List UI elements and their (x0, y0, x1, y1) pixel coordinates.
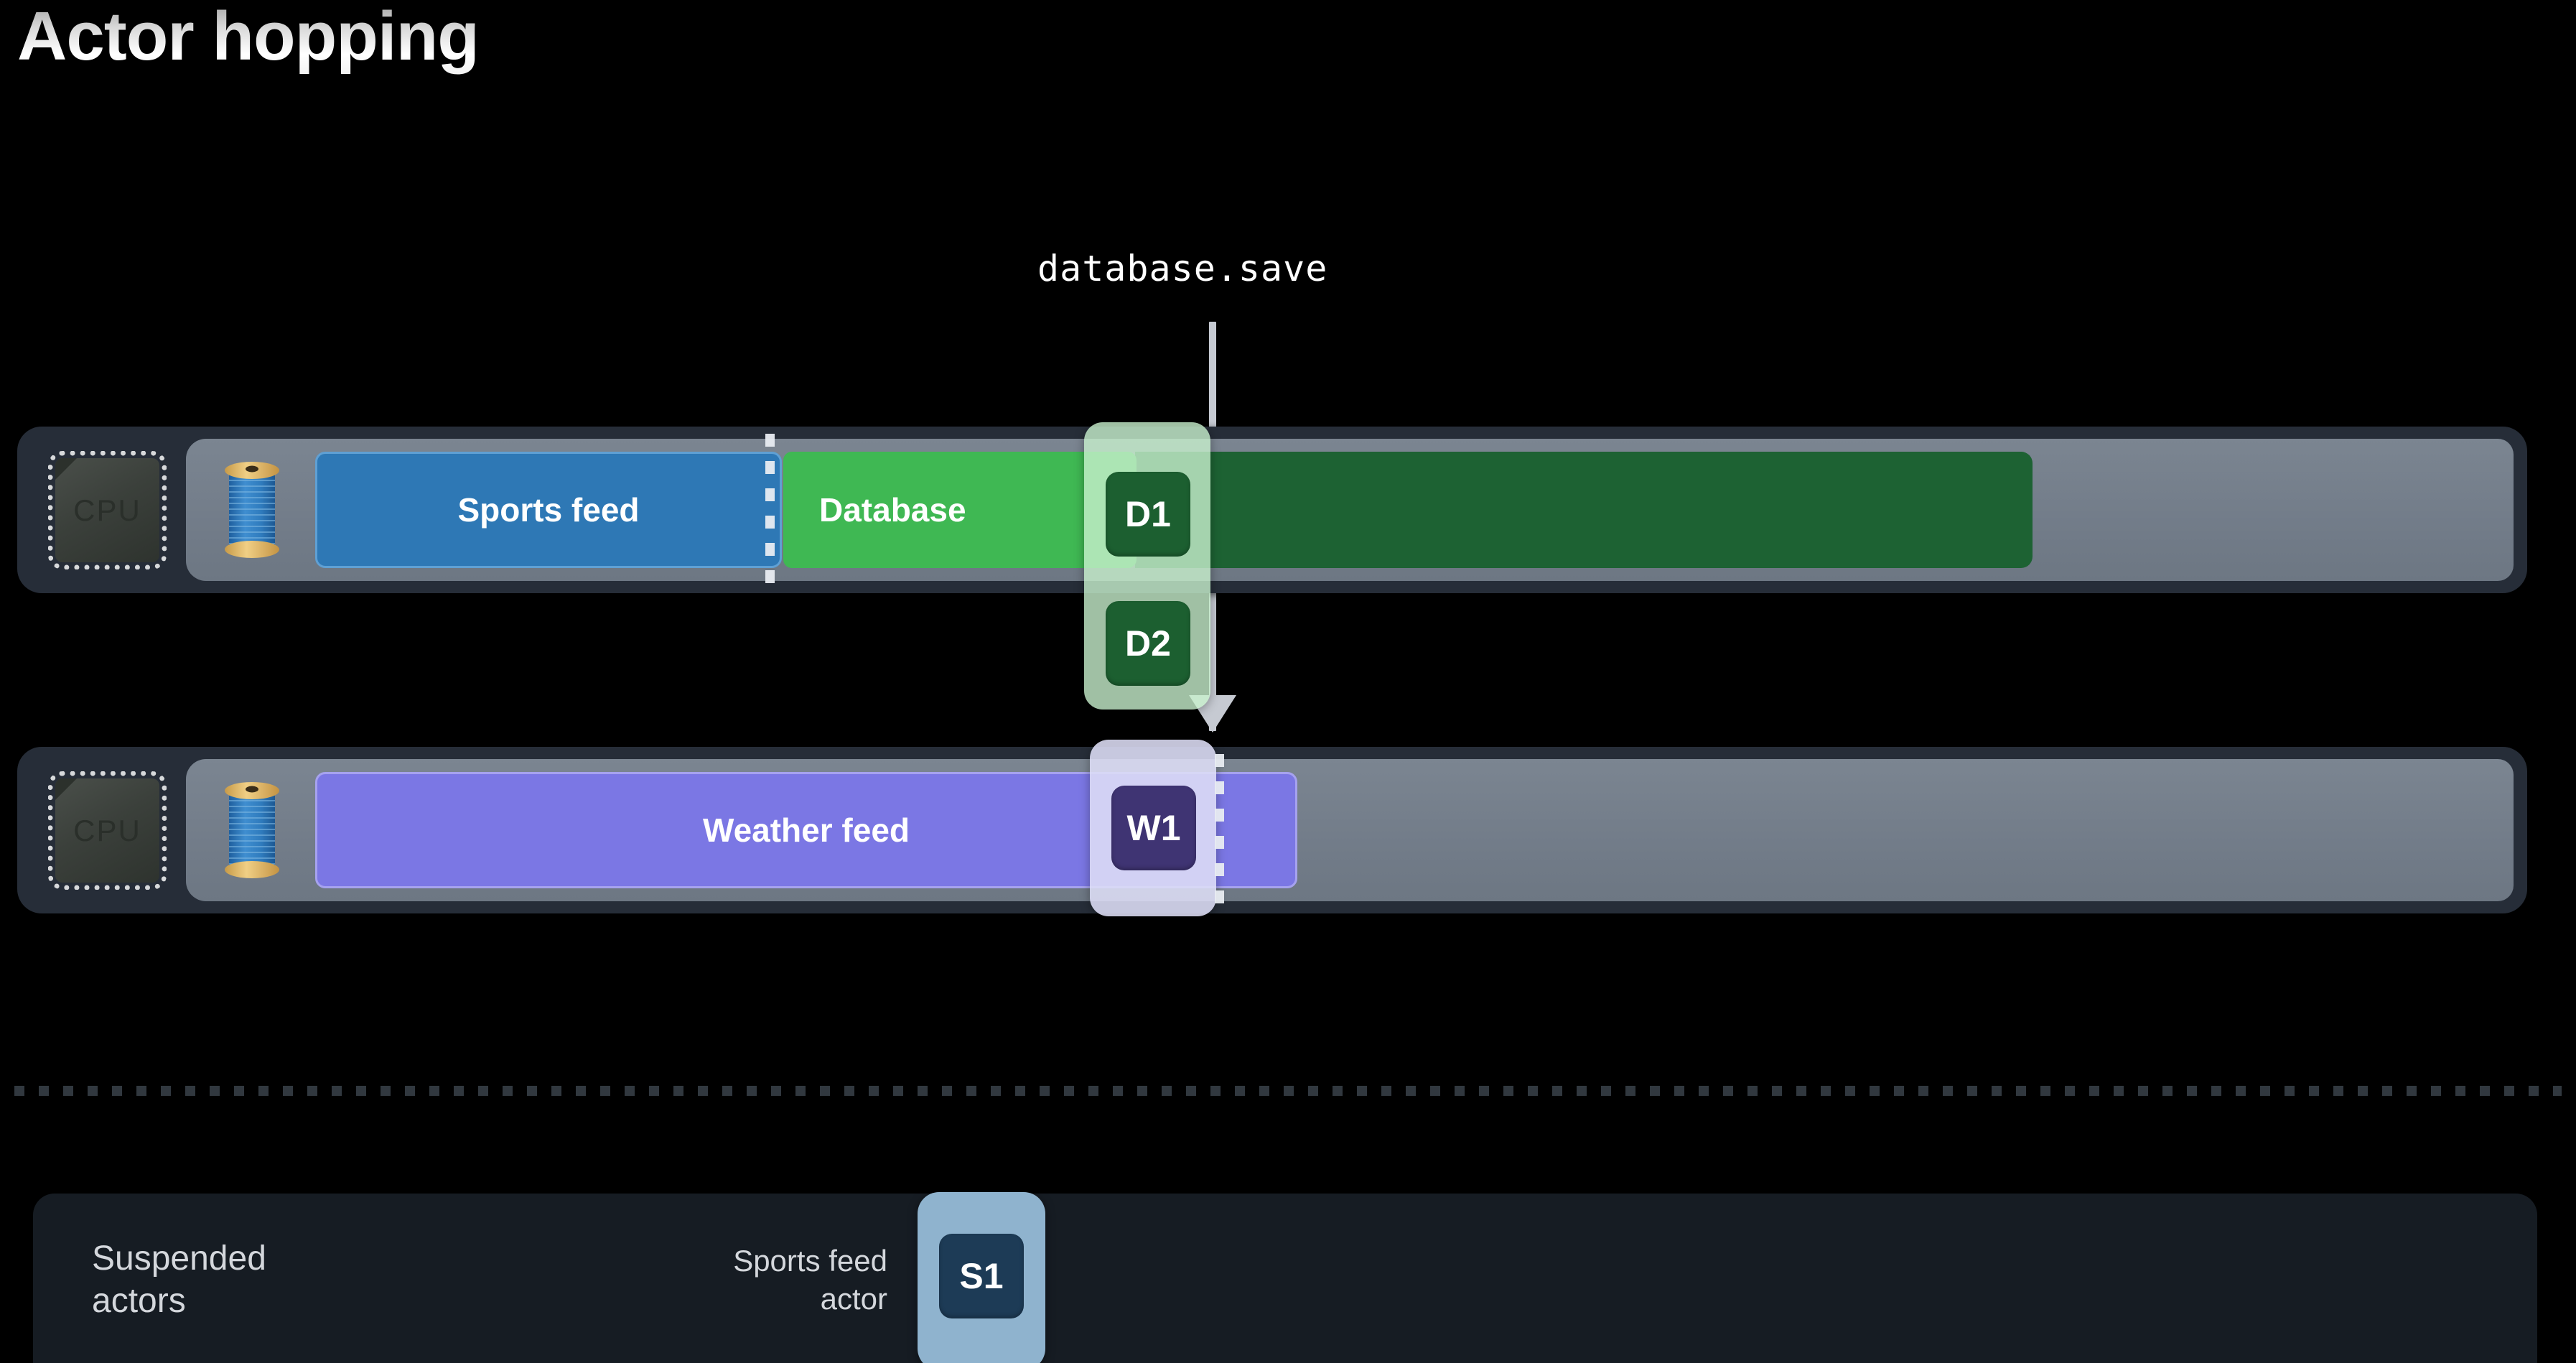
context-switch-separator-sports (765, 434, 775, 589)
job-badge-d2[interactable]: D2 (1106, 601, 1190, 686)
call-annotation-label: database.save (1037, 248, 1328, 289)
thread-row-2: CPU (17, 747, 2527, 913)
thread-row-1: CPU (17, 427, 2527, 593)
cpu-icon-label: CPU (73, 813, 141, 847)
database-block-label: Database (819, 491, 966, 529)
thread-spool-icon (225, 462, 279, 558)
context-switch-separator-weather (1215, 754, 1224, 909)
database-block[interactable]: Database (783, 452, 1137, 568)
cpu-chip-icon: CPU (48, 771, 167, 890)
weather-feed-block-label: Weather feed (702, 811, 910, 849)
job-badge-d1[interactable]: D1 (1106, 472, 1190, 557)
cpu-chip-icon: CPU (48, 451, 167, 569)
sports-feed-block-label: Sports feed (457, 491, 640, 529)
section-divider (14, 1086, 2562, 1096)
thread-2-timeline-track: Weather feed (186, 759, 2514, 901)
cpu-icon-label: CPU (73, 493, 141, 527)
suspended-actors-panel: Suspended actors Sports feed actor (33, 1194, 2537, 1363)
thread-spool-icon (225, 782, 279, 878)
thread-1-timeline-track: Sports feed Database (186, 439, 2514, 581)
page-title: Actor hopping (17, 0, 480, 76)
job-badge-w1[interactable]: W1 (1111, 786, 1196, 870)
suspended-actor-name: Sports feed actor (733, 1244, 887, 1316)
sports-feed-block[interactable]: Sports feed (315, 452, 782, 568)
job-badge-s1[interactable]: S1 (939, 1234, 1024, 1318)
suspended-actors-title: Suspended actors (92, 1239, 266, 1320)
database-executing-tail (1135, 452, 2033, 568)
